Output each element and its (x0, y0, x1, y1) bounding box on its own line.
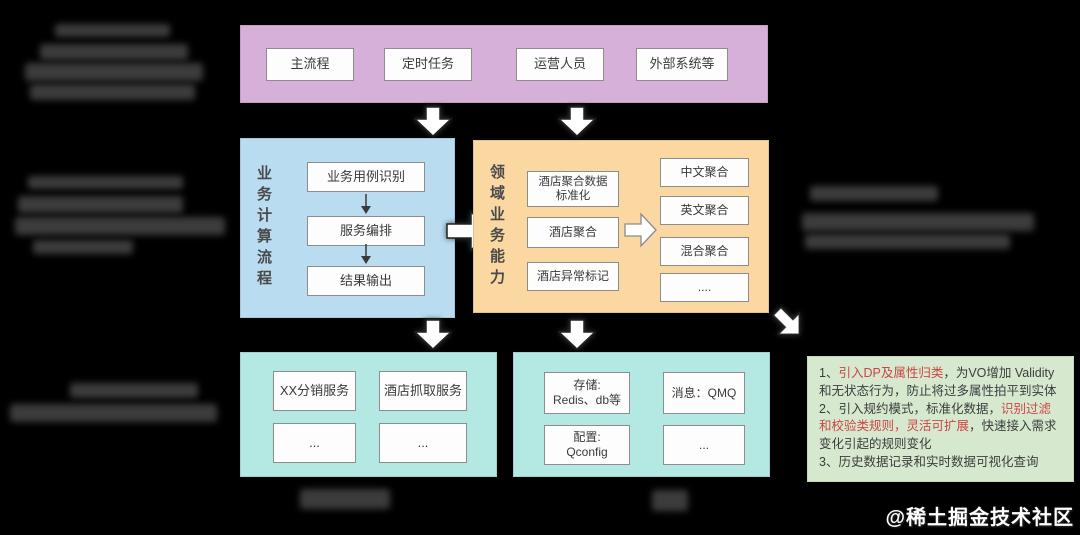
blurred-text-line (25, 63, 203, 81)
domain-capability-panel: 领域业务能力 酒店聚合数据 标准化 酒店聚合 酒店异常标记 中文聚合 英文聚合 … (473, 140, 769, 313)
process-box: 酒店聚合数据 标准化 (527, 171, 619, 207)
blurred-text-line (40, 44, 188, 60)
process-box: 酒店异常标记 (527, 262, 619, 291)
service-label: ... (309, 434, 320, 450)
service-box: XX分销服务 (273, 371, 356, 411)
blurred-text-line (55, 24, 170, 37)
domain-capability-vertical-title: 领域业务能力 (488, 163, 505, 290)
down-arrow-icon (414, 319, 452, 350)
aggregation-box: 混合聚合 (660, 237, 749, 266)
blurred-text-line (18, 196, 183, 213)
process-label: 酒店聚合 (548, 225, 597, 239)
blurred-caption-services (300, 489, 390, 509)
blurred-text-line (802, 213, 1034, 231)
middleware-label: 存储: Redis、db等 (552, 378, 622, 407)
notes-highlight: 引入DP及属性归类 (838, 366, 944, 380)
step-connector-arrow-icon (361, 194, 371, 214)
blurred-text-line (810, 186, 938, 201)
service-label: 酒店抓取服务 (383, 382, 462, 398)
down-arrow-icon (558, 319, 596, 350)
process-label: 酒店聚合数据 标准化 (538, 175, 608, 202)
service-box: ... (273, 423, 356, 463)
middleware-label: 消息：QMQ (671, 385, 737, 400)
entry-box-scheduled-task: 定时任务 (384, 48, 472, 81)
entry-box-operations-staff: 运营人员 (516, 48, 604, 81)
aggregation-label: 中文聚合 (680, 165, 729, 179)
notes-item: 2、引入规约模式，标准化数据，识别过滤和校验类规则，灵活可扩展，快速接入需求变化… (819, 401, 1057, 452)
middleware-box: ... (663, 425, 745, 465)
service-box: ... (379, 423, 467, 463)
service-label: XX分销服务 (279, 382, 350, 398)
entry-box-main-flow: 主流程 (266, 48, 354, 81)
notes-item: 1、引入DP及属性归类，为VO增加 Validity 和无状态行为，防止将过多属… (819, 366, 1057, 398)
entry-box-label: 主流程 (290, 56, 330, 72)
aggregation-box: .... (660, 273, 749, 302)
process-box: 酒店聚合 (527, 217, 619, 248)
flow-step-box: 服务编排 (307, 216, 425, 246)
entry-box-external-systems: 外部系统等 (636, 48, 728, 81)
business-flow-vertical-title: 业务计算流程 (255, 165, 272, 291)
blurred-text-line (28, 176, 183, 189)
services-layer-panel: XX分销服务 酒店抓取服务 ... ... (240, 352, 497, 477)
middleware-label: 配置: Qconfig (566, 430, 608, 459)
blurred-text-line (30, 84, 195, 100)
notes-panel: 1、引入DP及属性归类，为VO增加 Validity 和无状态行为，防止将过多属… (807, 356, 1074, 482)
aggregation-label: 混合聚合 (680, 244, 729, 258)
blurred-text-line (10, 404, 217, 422)
middleware-box: 存储: Redis、db等 (544, 372, 630, 414)
aggregation-label: .... (697, 280, 712, 294)
down-arrow-icon (414, 106, 452, 137)
flow-step-box: 结果输出 (307, 266, 425, 296)
blurred-text-line (15, 217, 225, 235)
aggregation-box: 中文聚合 (660, 158, 749, 187)
flow-step-label: 结果输出 (339, 272, 392, 288)
entry-box-label: 运营人员 (533, 56, 586, 72)
service-box: 酒店抓取服务 (379, 371, 467, 411)
business-flow-panel: 业务计算流程 业务用例识别 服务编排 结果输出 (240, 138, 455, 318)
blurred-text-line (70, 383, 198, 398)
blurred-text-line (805, 234, 1010, 249)
watermark: @稀土掘金技术社区 (885, 507, 1074, 529)
middleware-label: ... (698, 437, 709, 452)
notes-item: 3、历史数据记录和实时数据可视化查询 (819, 454, 1039, 469)
middleware-box: 消息：QMQ (663, 372, 745, 414)
flow-step-box: 业务用例识别 (307, 162, 425, 192)
entry-box-label: 外部系统等 (649, 56, 715, 72)
notes-highlight: 识别过滤和校验类规则，灵活可扩展 (819, 401, 1051, 434)
flow-step-label: 服务编排 (339, 222, 392, 238)
service-label: ... (417, 434, 429, 450)
middleware-layer-panel: 存储: Redis、db等 消息：QMQ 配置: Qconfig ... (513, 352, 770, 477)
diagonal-arrow-icon (772, 306, 801, 336)
right-arrow-icon (624, 212, 657, 248)
aggregation-label: 英文聚合 (680, 203, 729, 217)
aggregation-box: 英文聚合 (660, 196, 749, 225)
entry-layer-panel: 主流程 定时任务 运营人员 外部系统等 (240, 25, 768, 103)
blurred-caption-middleware (652, 490, 688, 511)
flow-step-label: 业务用例识别 (326, 168, 405, 184)
entry-box-label: 定时任务 (401, 56, 454, 72)
down-arrow-icon (558, 106, 596, 137)
blurred-text-line (33, 240, 133, 254)
middleware-box: 配置: Qconfig (544, 425, 630, 465)
process-label: 酒店异常标记 (536, 269, 609, 283)
step-connector-arrow-icon (361, 244, 371, 264)
